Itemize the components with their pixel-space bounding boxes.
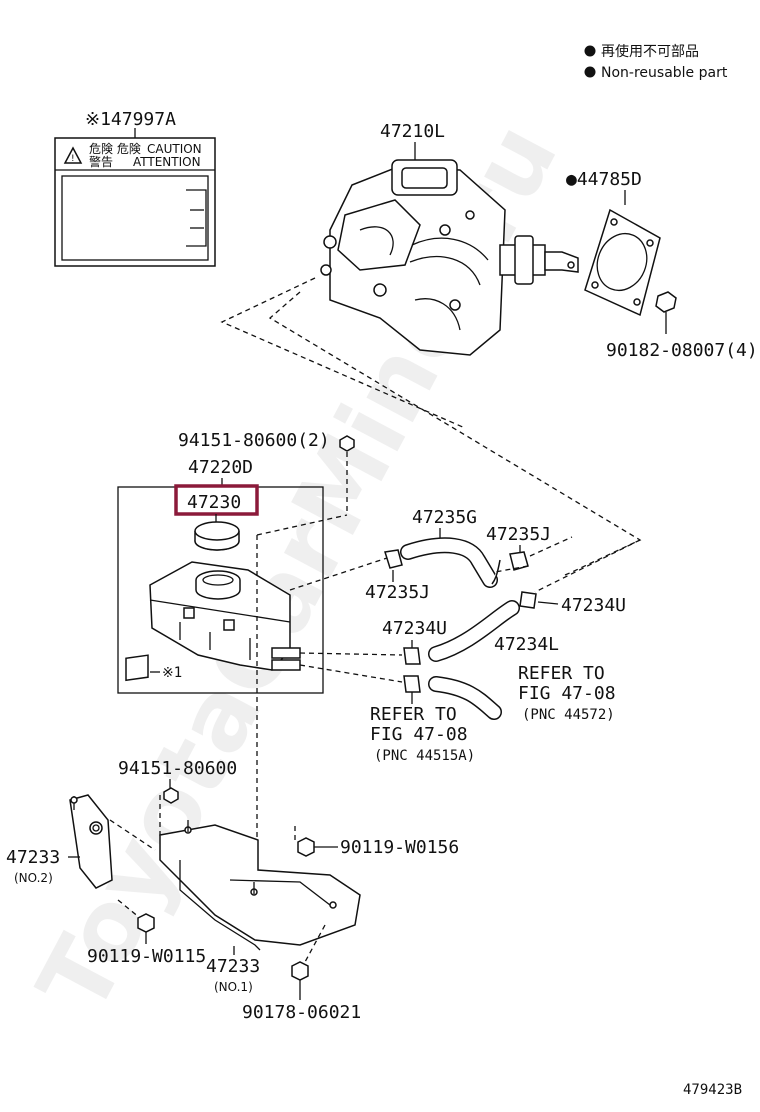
caution-label: ※147997A ! 危険 危険 CAUTION 警告 ATTENTION: [54, 109, 216, 267]
part-90178-06021: 90178-06021: [242, 1002, 361, 1023]
ref-right-line3: (PNC 44572): [522, 707, 615, 723]
warning-triangle-icon: [63, 146, 83, 164]
ref-left-line1: REFER TO: [370, 704, 457, 725]
ref-left-line2: FIG 47-08: [370, 724, 468, 745]
caution-label-number: ※147997A: [85, 109, 176, 130]
hoses-and-clips: 47235G 47235J 47235J 47234U 47234L 47234…: [365, 507, 626, 764]
part-47230: 47230: [187, 492, 241, 513]
figure-number: 479423B: [683, 1082, 742, 1098]
part-94151-80600-2: 94151-80600(2): [178, 430, 330, 451]
part-47235J-upper: 47235J: [486, 524, 551, 545]
brake-booster: 47210L: [320, 121, 579, 356]
part-90182-08007: 90182-08007(4): [606, 340, 758, 361]
part-47233-no2: 47233: [6, 847, 60, 868]
caution-en-1: CAUTION: [147, 142, 202, 156]
part-47235J-lower: 47235J: [365, 582, 430, 603]
part-47234U-right: 47234U: [561, 595, 626, 616]
part-47234U-left: 47234U: [382, 618, 447, 639]
legend-en: Non-reusable part: [601, 65, 728, 81]
part-90119-W0115: 90119-W0115: [87, 946, 206, 967]
part-47233-no2-sub: (NO.2): [14, 871, 53, 885]
ref-left-line3: (PNC 44515A): [374, 748, 475, 764]
caution-jp-2: 警告: [89, 154, 113, 169]
part-94151-80600: 94151-80600: [118, 758, 237, 779]
part-47234L: 47234L: [494, 634, 559, 655]
part-90119-W0156: 90119-W0156: [340, 837, 459, 858]
reservoir-assy: 94151-80600(2) 47220D 47230 ※1: [117, 430, 403, 694]
part-47233-no1-sub: (NO.1): [214, 980, 253, 994]
legend-dot-icon: [584, 45, 596, 57]
part-47220D: 47220D: [188, 457, 253, 478]
caution-en-2: ATTENTION: [133, 155, 201, 169]
legend-jp: 再使用不可部品: [601, 43, 699, 60]
ref-right-line2: FIG 47-08: [518, 683, 616, 704]
reservoir-note: ※1: [162, 665, 182, 681]
part-44785D: ●44785D: [566, 169, 642, 190]
highlight-box-47230[interactable]: [174, 484, 259, 516]
brackets: 94151-80600 90119-W0156 47233 (NO.2) 901: [6, 758, 459, 1023]
svg-text:!: !: [71, 154, 75, 164]
gasket: ●44785D 90182-08007(4): [566, 169, 758, 361]
legend-dot-icon: [584, 66, 596, 78]
part-47233-no1: 47233: [206, 956, 260, 977]
ref-right-line1: REFER TO: [518, 663, 605, 684]
caution-jp-1: 危険 危険: [89, 142, 141, 156]
part-47210L: 47210L: [380, 121, 445, 142]
part-47235G: 47235G: [412, 507, 477, 528]
legend: 再使用不可部品 Non-reusable part: [584, 43, 728, 81]
